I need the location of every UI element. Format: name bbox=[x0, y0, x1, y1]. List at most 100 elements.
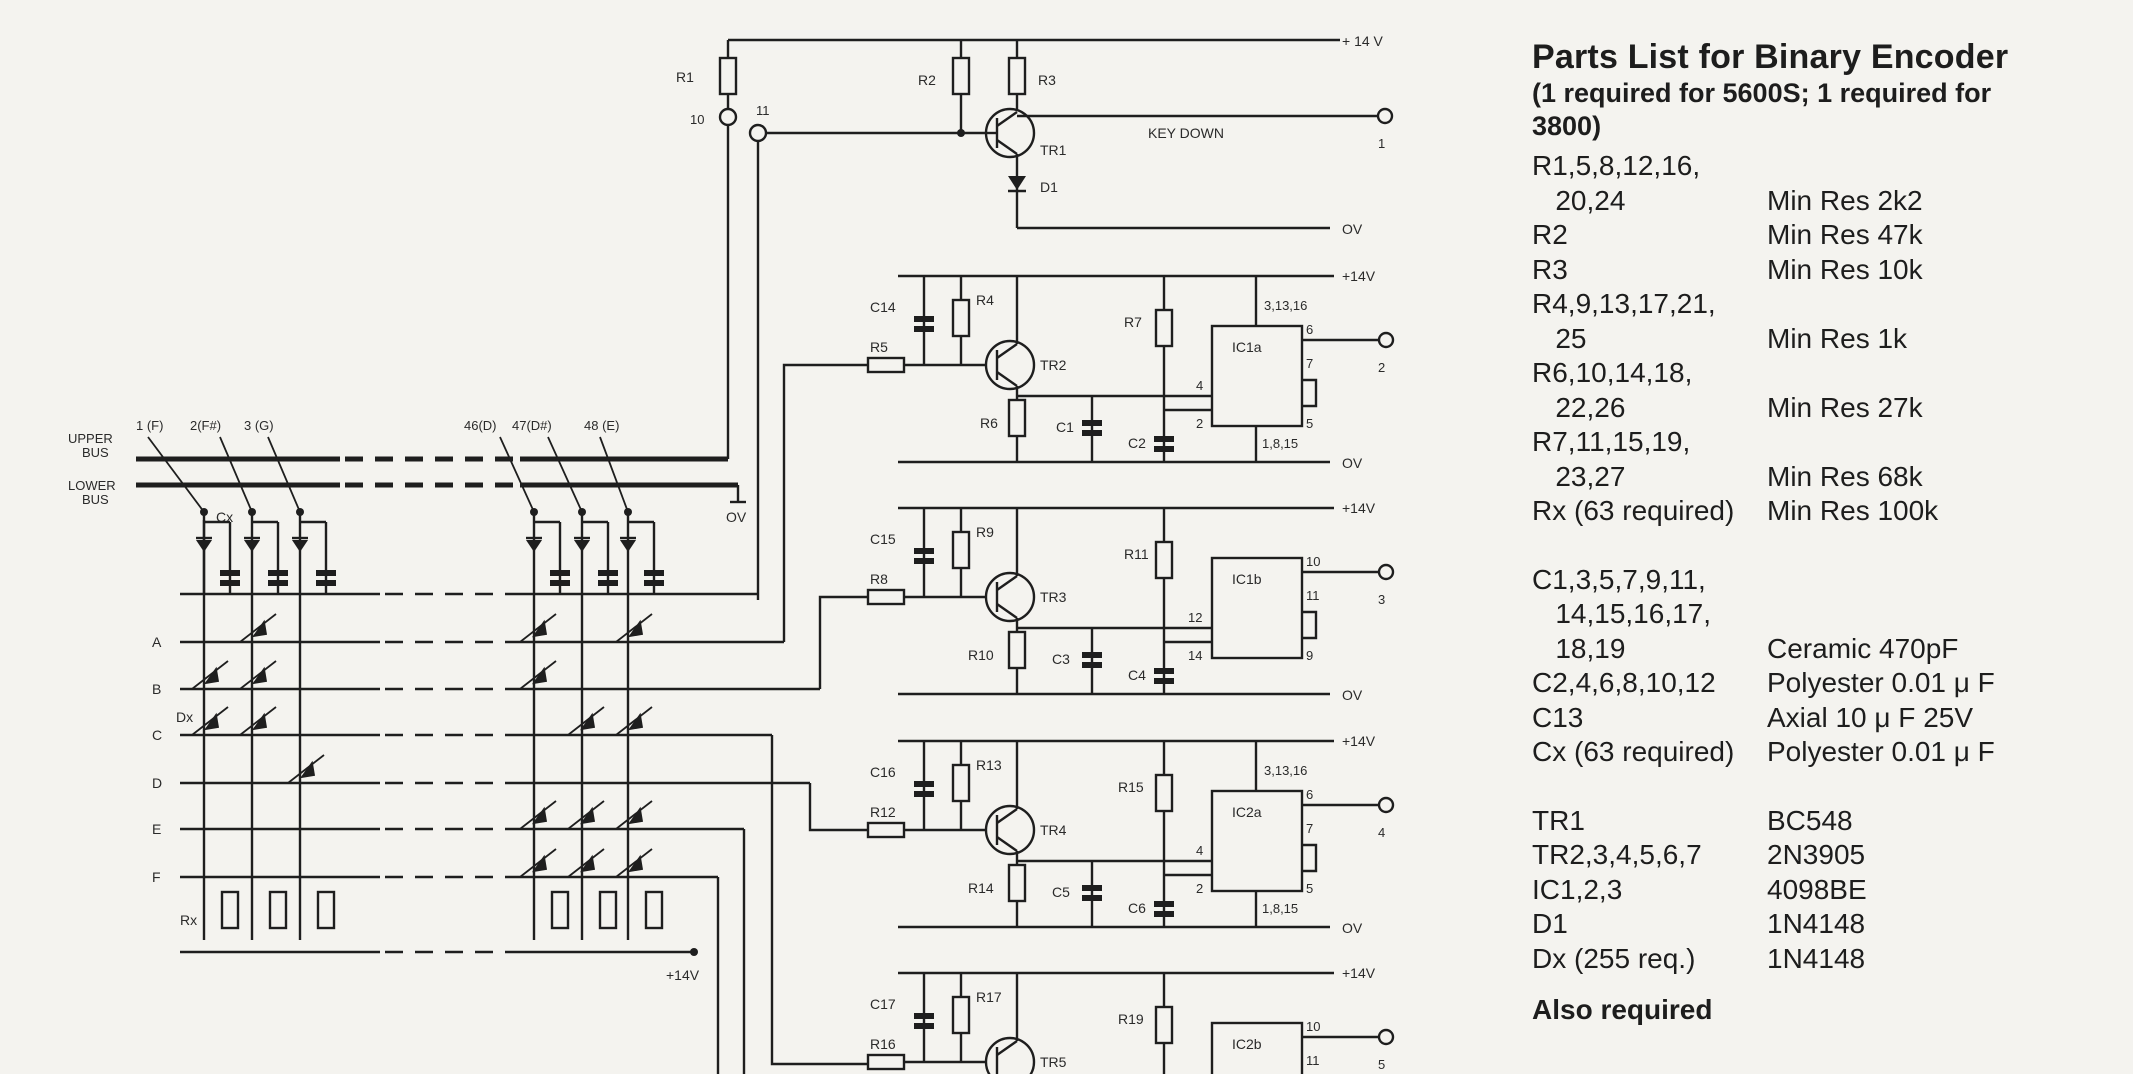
key-label-2: 2(F#) bbox=[190, 418, 221, 433]
parts-row: 23,27 Min Res 68k bbox=[1532, 460, 2122, 495]
pin-s3-e: 5 bbox=[1306, 881, 1313, 896]
label-r9: R9 bbox=[976, 524, 994, 540]
label-0v-s2: OV bbox=[1342, 687, 1363, 703]
parts-row: R3 Min Res 10k bbox=[1532, 253, 2122, 288]
stage-2: +14V C15 R9 R8 TR3 R10 C3 R11 C4 IC1b 12… bbox=[866, 500, 1395, 703]
parts-row: TR1 BC548 bbox=[1532, 804, 2122, 839]
part-ref: 23,27 bbox=[1532, 460, 1626, 492]
diode-d1 bbox=[1008, 176, 1026, 190]
encoder-schematic: + 14 V R1 10 11 R2 R3 KEY DOWN 1 TR1 D1 … bbox=[68, 33, 1395, 1074]
parts-list-subtitle-1: (1 required for 5600S; 1 required for bbox=[1532, 78, 1992, 108]
label-r5: R5 bbox=[870, 339, 888, 355]
part-value: BC548 bbox=[1767, 804, 1853, 836]
label-r6: R6 bbox=[980, 415, 998, 431]
stage-1: +14V C14 R4 R5 TR2 R6 C1 R7 C2 IC1a 3,13… bbox=[866, 268, 1395, 471]
label-tr5: TR5 bbox=[1040, 1054, 1067, 1070]
parts-row: R6,10,14,18, bbox=[1532, 356, 2122, 391]
label-r16: R16 bbox=[870, 1036, 896, 1052]
label-d1: D1 bbox=[1040, 179, 1058, 195]
parts-row: 20,24 Min Res 2k2 bbox=[1532, 184, 2122, 219]
label-ic1a: IC1a bbox=[1232, 339, 1262, 355]
label-c14: C14 bbox=[870, 299, 896, 315]
label-r8: R8 bbox=[870, 571, 888, 587]
label-ic2b: IC2b bbox=[1232, 1036, 1262, 1052]
part-ref: Dx (255 req.) bbox=[1532, 942, 1696, 974]
label-ic1b: IC1b bbox=[1232, 571, 1262, 587]
pin-s2-b: 14 bbox=[1188, 648, 1202, 663]
label-0v-top: OV bbox=[1342, 221, 1363, 237]
label-gnd-s3: 1,8,15 bbox=[1262, 901, 1298, 916]
pin-s3-d: 7 bbox=[1306, 821, 1313, 836]
label-r7: R7 bbox=[1124, 314, 1142, 330]
resistor-r3 bbox=[1007, 56, 1027, 96]
output-label-4: 4 bbox=[1378, 825, 1385, 840]
upper-bus-label-1: UPPER bbox=[68, 431, 113, 446]
part-ref: 14,15,16,17, bbox=[1532, 598, 1712, 629]
row-routing bbox=[716, 363, 868, 1074]
part-ref: TR1 bbox=[1532, 804, 1585, 836]
label-14v-bottom: +14V bbox=[666, 967, 700, 983]
ic2b bbox=[1210, 1021, 1304, 1074]
pin-s3-b: 2 bbox=[1196, 881, 1203, 896]
label-tr2: TR2 bbox=[1040, 357, 1067, 373]
label-c5: C5 bbox=[1052, 884, 1070, 900]
label-c3: C3 bbox=[1052, 651, 1070, 667]
part-ref: TR2,3,4,5,6,7 bbox=[1532, 839, 1702, 870]
label-r1: R1 bbox=[676, 69, 694, 85]
parts-row: C1,3,5,7,9,11, bbox=[1532, 563, 2122, 598]
label-r11: R11 bbox=[1124, 546, 1149, 562]
part-value: Min Res 2k2 bbox=[1767, 184, 1923, 216]
terminal-11 bbox=[748, 123, 768, 143]
also-required-heading: Also required bbox=[1532, 994, 1713, 1025]
part-ref: 22,26 bbox=[1532, 391, 1626, 423]
part-ref: R1,5,8,12,16, bbox=[1532, 150, 1701, 181]
stage-3: +14V C16 R13 R12 TR4 R14 C5 R15 C6 IC2a … bbox=[866, 733, 1395, 936]
part-ref: R3 bbox=[1532, 253, 1568, 285]
label-r4: R4 bbox=[976, 292, 994, 308]
label-r12: R12 bbox=[870, 804, 896, 820]
label-tr4: TR4 bbox=[1040, 822, 1067, 838]
part-value: Min Res 68k bbox=[1767, 460, 1923, 492]
label-c17: C17 bbox=[870, 996, 896, 1012]
key-label-48: 48 (E) bbox=[584, 418, 619, 433]
pin-s4-c: 10 bbox=[1306, 1019, 1320, 1034]
parts-list: Parts List for Binary Encoder (1 require… bbox=[1532, 38, 2122, 1026]
part-ref: 20,24 bbox=[1532, 184, 1626, 216]
part-ref: 25 bbox=[1532, 322, 1587, 354]
label-r3: R3 bbox=[1038, 72, 1056, 88]
label-gnd-s1: 1,8,15 bbox=[1262, 436, 1298, 451]
label-r15: R15 bbox=[1118, 779, 1144, 795]
part-ref: R7,11,15,19, bbox=[1532, 426, 1691, 457]
rx-resistors: Rx +14V bbox=[180, 890, 700, 983]
part-value: Ceramic 470pF bbox=[1767, 632, 1959, 664]
part-value: Min Res 10k bbox=[1767, 253, 1923, 285]
pin-s2-a: 12 bbox=[1188, 610, 1202, 625]
label-14v-s2: +14V bbox=[1342, 500, 1376, 516]
label-14v-s4: +14V bbox=[1342, 965, 1376, 981]
pin-s1-c: 6 bbox=[1306, 322, 1313, 337]
part-ref: R6,10,14,18, bbox=[1532, 357, 1693, 388]
row-label-e: E bbox=[152, 821, 161, 837]
label-key-down: KEY DOWN bbox=[1148, 125, 1224, 141]
part-value: Polyester 0.01 μ F bbox=[1767, 736, 1995, 767]
parts-list-subtitle-2: 3800) bbox=[1532, 111, 1602, 141]
part-value: 1N4148 bbox=[1767, 908, 1866, 939]
label-14v-s1: +14V bbox=[1342, 268, 1376, 284]
label-r13: R13 bbox=[976, 757, 1002, 773]
part-value: 1N4148 bbox=[1767, 942, 1866, 974]
output-label-2: 2 bbox=[1378, 360, 1385, 375]
row-label-d: D bbox=[152, 775, 162, 791]
label-out1: 1 bbox=[1378, 136, 1385, 151]
label-14v-s3: +14V bbox=[1342, 733, 1376, 749]
part-ref: R2 bbox=[1532, 219, 1568, 250]
pin-s1-a: 4 bbox=[1196, 378, 1203, 393]
label-ic2a: IC2a bbox=[1232, 804, 1262, 820]
label-0v-bus: OV bbox=[726, 509, 747, 525]
